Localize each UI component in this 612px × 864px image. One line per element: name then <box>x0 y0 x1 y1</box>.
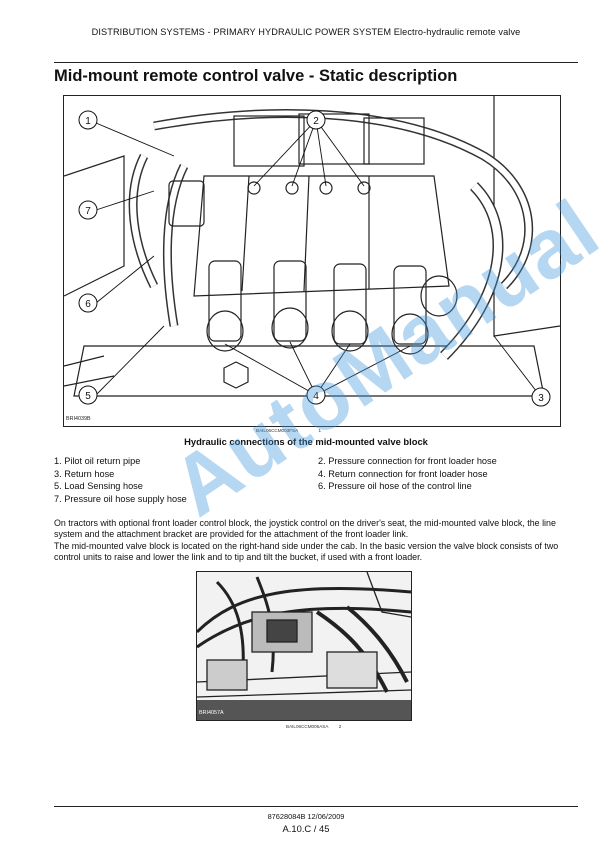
footer-page-number: A.10.C / 45 <box>282 823 330 834</box>
callout-circle-1 <box>78 110 98 130</box>
callout-circle-6 <box>78 293 98 313</box>
callout-2: 2 <box>313 116 319 127</box>
legend-item: 2. Pressure connection for front loader … <box>318 456 497 466</box>
callout-6: 6 <box>85 299 91 310</box>
callout-circle-4 <box>306 385 326 405</box>
callout-4: 4 <box>313 391 319 402</box>
figure-1-number: 1 <box>318 428 321 433</box>
body-paragraph-2: The mid-mounted valve block is located o… <box>54 541 559 563</box>
figure-2: BRI4057A <box>196 571 412 721</box>
callout-circle-7 <box>78 200 98 220</box>
callout-circle-5 <box>78 385 98 405</box>
figure-2-code: BAIL06CCM006ASA 2 <box>286 724 341 729</box>
section-title: Mid-mount remote control valve - Static … <box>54 67 458 85</box>
figure-2-image-tag: BRI4057A <box>199 710 224 716</box>
legend-item: 3. Return hose <box>54 468 115 479</box>
figure-1-caption: Hydraulic connections of the mid-mounted… <box>184 436 428 447</box>
figure-1-code-text: BAIL06CCM003FSA <box>256 428 298 433</box>
footer-doc-code: 87628084B 12/06/2009 <box>267 812 345 821</box>
footer-rule <box>54 806 578 807</box>
legend-item: 6. Pressure oil hose of the control line <box>318 481 472 491</box>
legend-item: 7. Pressure oil hose supply hose <box>54 493 187 504</box>
valve-location-photo <box>197 572 411 720</box>
legend-item: 1. Pilot oil return pipe <box>54 456 141 466</box>
callout-7: 7 <box>85 206 91 217</box>
legend-item: 5. Load Sensing hose <box>54 481 143 491</box>
title-rule <box>54 62 578 63</box>
figure-2-code-text: BAIL06CCM006ASA <box>286 724 329 729</box>
callout-3: 3 <box>538 393 544 404</box>
legend-item: 4. Return connection for front loader ho… <box>318 468 488 479</box>
callout-circle-2 <box>306 110 326 130</box>
figure-1: 1 2 3 4 5 6 7 BRI4039B <box>63 95 561 427</box>
figure-1-image-tag: BRI4039B <box>66 416 91 422</box>
figure-1-code: BAIL06CCM003FSA 1 <box>256 428 321 433</box>
running-head: DISTRIBUTION SYSTEMS - PRIMARY HYDRAULIC… <box>91 27 521 37</box>
body-paragraph-1: On tractors with optional front loader c… <box>54 518 556 540</box>
callout-1: 1 <box>85 116 91 127</box>
callout-circle-3 <box>531 387 551 407</box>
figure-2-number: 2 <box>338 724 342 729</box>
valve-block-illustration: 1 2 3 4 5 6 7 <box>64 96 560 407</box>
callout-5: 5 <box>85 391 91 402</box>
